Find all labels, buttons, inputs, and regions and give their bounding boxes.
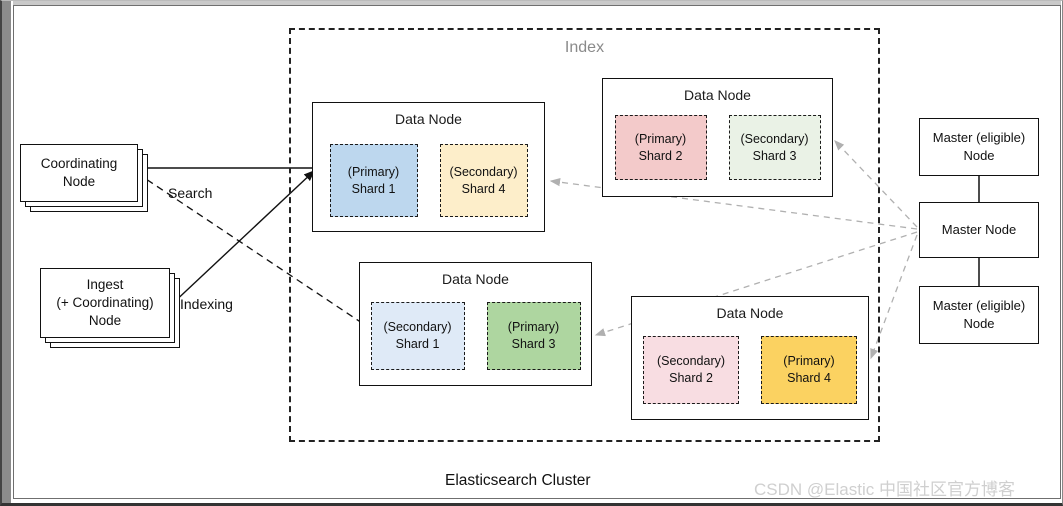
data-node-1[interactable]: Data Node (Primary) Shard 1 (Secondary) … — [312, 102, 545, 232]
data-node-2-title: Data Node — [684, 87, 751, 103]
ingest-node-label-line2: (+ Coordinating) — [56, 294, 154, 310]
ingest-node-label-line1: Ingest — [86, 276, 124, 292]
data-node-2-shard-1-name: Shard 2 — [638, 148, 683, 163]
left-gutter-strip — [2, 1, 11, 503]
data-node-2-shard-1[interactable]: (Primary) Shard 2 — [614, 115, 707, 180]
index-label: Index — [564, 39, 605, 56]
data-node-2-shard-2-role: (Secondary) — [740, 131, 809, 146]
top-edge-shade — [13, 1, 1061, 5]
coordinating-node-card-front: Coordinating Node — [20, 144, 138, 202]
master-eligible-node-bottom[interactable]: Master (eligible) Node — [919, 286, 1039, 344]
data-node-1-shard-2-name: Shard 4 — [461, 181, 506, 196]
data-node-4[interactable]: Data Node (Secondary) Shard 2 (Primary) … — [631, 296, 869, 420]
indexing-edge-label: Indexing — [180, 296, 233, 312]
data-node-2-shard-2[interactable]: (Secondary) Shard 3 — [728, 115, 821, 180]
master-node-label: Master Node — [941, 222, 1017, 238]
ingest-node[interactable]: Ingest (+ Coordinating) Node — [40, 268, 180, 348]
data-node-4-shard-1-role: (Secondary) — [656, 354, 726, 369]
master-eligible-node-top[interactable]: Master (eligible) Node — [919, 118, 1039, 176]
data-node-4-shard-2[interactable]: (Primary) Shard 4 — [761, 336, 857, 404]
data-node-1-shard-2-role: (Secondary) — [449, 164, 518, 179]
watermark-text: CSDN @Elastic 中国社区官方博客 — [754, 480, 1015, 499]
data-node-1-shard-1-role: (Primary) — [347, 164, 400, 179]
master-eligible-node-top-line1: Master (eligible) — [932, 130, 1026, 146]
data-node-3-shard-2-name: Shard 3 — [511, 337, 556, 351]
data-node-4-shard-1-name: Shard 2 — [669, 371, 713, 385]
data-node-3[interactable]: Data Node (Secondary) Shard 1 (Primary) … — [359, 262, 592, 386]
coordinating-node-label-line1: Coordinating — [40, 155, 118, 171]
data-node-3-shard-1-role: (Secondary) — [383, 320, 452, 335]
data-node-2-shard-2-name: Shard 3 — [752, 148, 797, 163]
data-node-4-shard-1[interactable]: (Secondary) Shard 2 — [643, 336, 739, 404]
data-node-4-shard-2-role: (Primary) — [783, 354, 835, 369]
ingest-node-card-front: Ingest (+ Coordinating) Node — [40, 268, 170, 338]
data-node-3-title: Data Node — [442, 271, 509, 287]
data-node-4-title: Data Node — [716, 305, 784, 321]
data-node-4-shard-2-name: Shard 4 — [787, 371, 831, 385]
coordinating-node[interactable]: Coordinating Node — [20, 144, 148, 212]
data-node-1-shard-1[interactable]: (Primary) Shard 1 — [329, 144, 418, 217]
search-edge-label: Search — [168, 185, 213, 201]
master-eligible-node-bottom-line2: Node — [963, 316, 995, 331]
data-node-3-shard-2-role: (Primary) — [507, 320, 560, 335]
index-boundary — [289, 28, 880, 442]
master-eligible-node-top-line2: Node — [963, 148, 995, 163]
data-node-1-shard-1-name: Shard 1 — [351, 181, 396, 196]
cluster-title: Elasticsearch Cluster — [445, 472, 591, 489]
master-eligible-node-bottom-line1: Master (eligible) — [932, 298, 1026, 314]
master-node[interactable]: Master Node — [919, 202, 1039, 258]
data-node-3-shard-1[interactable]: (Secondary) Shard 1 — [370, 302, 465, 370]
coordinating-node-label-line2: Node — [62, 174, 96, 189]
data-node-2-shard-1-role: (Primary) — [634, 131, 687, 146]
data-node-1-shard-2[interactable]: (Secondary) Shard 4 — [439, 144, 528, 217]
data-node-3-shard-2[interactable]: (Primary) Shard 3 — [486, 302, 581, 370]
data-node-3-shard-1-name: Shard 1 — [395, 337, 440, 351]
data-node-1-title: Data Node — [395, 111, 462, 127]
ingest-node-label-line3: Node — [88, 313, 122, 329]
data-node-2[interactable]: Data Node (Primary) Shard 2 (Secondary) … — [602, 78, 833, 197]
